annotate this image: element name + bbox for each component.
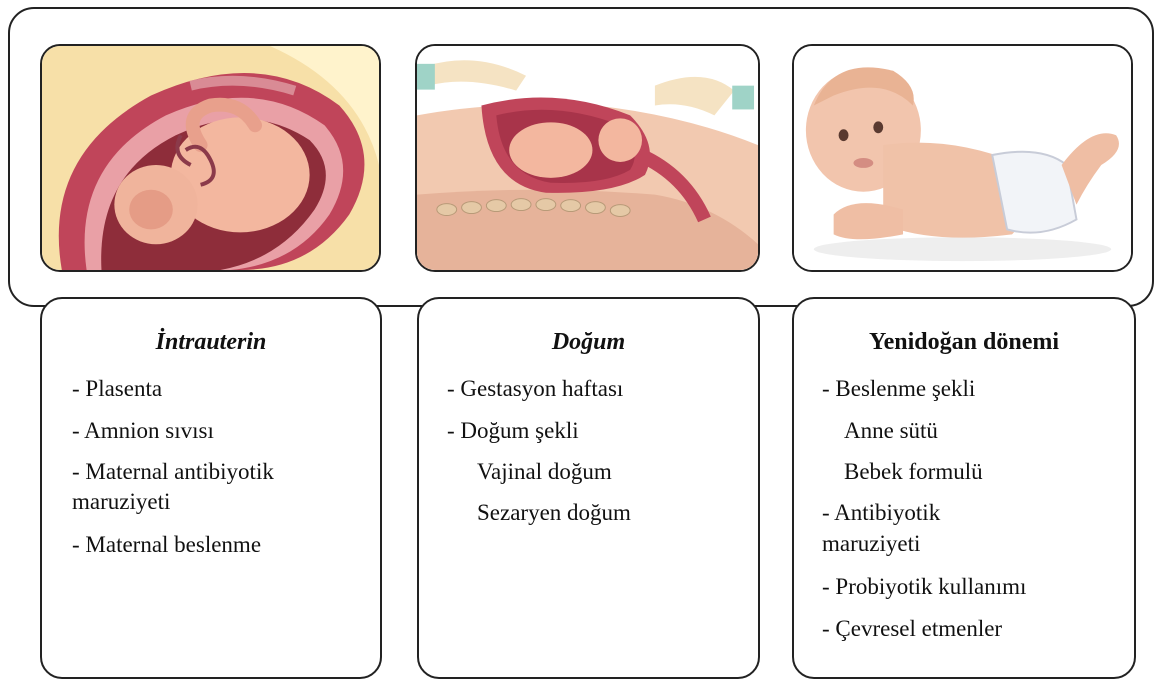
list-item: Vajinal doğum: [477, 459, 612, 485]
list-item: Anne sütü: [844, 418, 938, 444]
list-item: Bebek formulü: [844, 459, 983, 485]
yenidogan-donemi-box: Yenidoğan dönemi - Beslenme şekli Anne s…: [792, 297, 1136, 679]
list-item: maruziyeti: [72, 489, 170, 515]
list-item: - Maternal antibiyotik: [72, 459, 274, 485]
dogum-title: Doğum: [419, 329, 758, 356]
fetus-in-uterus-image: [40, 44, 381, 272]
list-item: - Amnion sıvısı: [72, 418, 214, 444]
list-item: Sezaryen doğum: [477, 500, 631, 526]
list-item: - Beslenme şekli: [822, 376, 975, 402]
list-item: - Doğum şekli: [447, 418, 579, 444]
intrauterin-box: İntrauterin - Plasenta - Amnion sıvısı -…: [40, 297, 382, 679]
intrauterin-title: İntrauterin: [42, 329, 380, 356]
yenidogan-title: Yenidoğan dönemi: [794, 329, 1134, 356]
list-item: - Gestasyon haftası: [447, 376, 623, 402]
list-item: maruziyeti: [822, 531, 920, 557]
list-item: - Maternal beslenme: [72, 532, 261, 558]
list-item: - Antibiyotik: [822, 500, 940, 526]
crawling-baby-image: [792, 44, 1133, 272]
dogum-box: Doğum - Gestasyon haftası - Doğum şekli …: [417, 297, 760, 679]
list-item: - Çevresel etmenler: [822, 616, 1002, 642]
vaginal-birth-image: [415, 44, 760, 272]
list-item: - Plasenta: [72, 376, 162, 402]
list-item: - Probiyotik kullanımı: [822, 574, 1026, 600]
